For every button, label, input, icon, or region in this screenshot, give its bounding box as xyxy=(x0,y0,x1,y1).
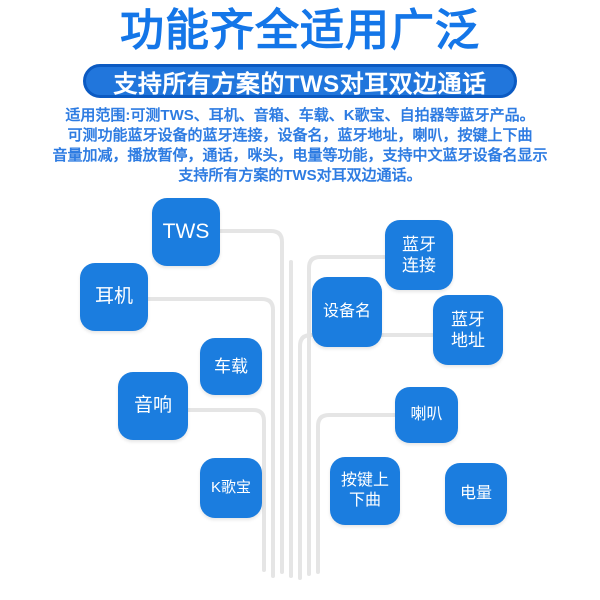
node-earphone: 耳机 xyxy=(80,263,148,331)
banner-pill: 支持所有方案的TWS对耳双边通话 xyxy=(83,64,517,98)
connector-bt-address xyxy=(298,333,434,580)
connector-horn xyxy=(316,413,396,574)
description-line: 音量加减，播放暂停，通话，咪头，电量等功能，支持中文蓝牙设备名显示 xyxy=(52,147,548,164)
node-device-name: 设备名 xyxy=(312,277,382,347)
description-line: 可测功能蓝牙设备的蓝牙连接，设备名，蓝牙地址，喇叭，按键上下曲 xyxy=(67,127,533,144)
node-key-track: 按键上 下曲 xyxy=(330,457,400,525)
connector-tws xyxy=(217,229,284,574)
connector-bt-connect xyxy=(307,255,386,576)
description-line: 适用范围:可测TWS、耳机、音箱、车载、K歌宝、自拍器等蓝牙产品。 xyxy=(65,107,535,124)
node-battery: 电量 xyxy=(445,463,507,525)
banner-text: 支持所有方案的TWS对耳双边通话 xyxy=(113,70,487,98)
connector-earphone xyxy=(145,297,275,578)
node-bt-connect: 蓝牙 连接 xyxy=(385,220,453,290)
node-bt-address: 蓝牙 地址 xyxy=(433,295,503,365)
description-paragraph: 适用范围:可测TWS、耳机、音箱、车载、K歌宝、自拍器等蓝牙产品。 可测功能蓝牙… xyxy=(30,106,570,186)
description-line: 支持所有方案的TWS对耳双边通话。 xyxy=(178,167,422,184)
node-tws: TWS xyxy=(152,198,220,266)
connector-speaker xyxy=(185,408,266,572)
page-title: 功能齐全适用广泛 xyxy=(120,6,480,55)
node-karaoke: K歌宝 xyxy=(200,458,262,518)
node-speaker: 音响 xyxy=(118,372,188,440)
node-horn: 喇叭 xyxy=(395,387,458,443)
node-car: 车载 xyxy=(200,338,262,395)
